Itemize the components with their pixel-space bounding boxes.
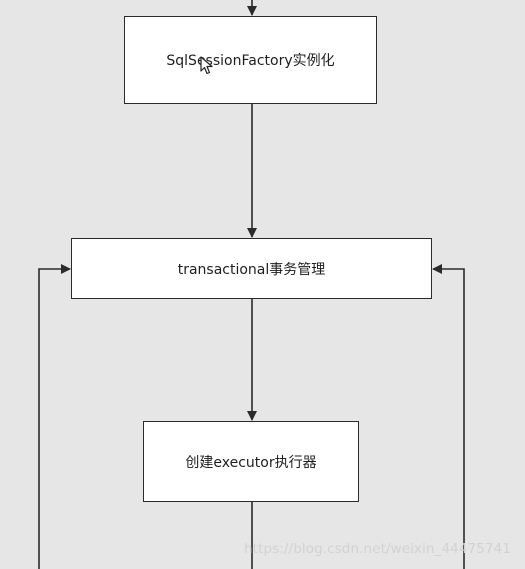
mouse-pointer-icon: [200, 56, 213, 75]
node-sqlsessionfactory-label: SqlSessionFactory实例化: [166, 53, 335, 69]
node-transaction-management: transactional事务管理: [71, 238, 432, 299]
node-create-executor-label: 创建executor执行器: [185, 454, 317, 471]
node-create-executor: 创建executor执行器: [143, 421, 359, 502]
node-sqlsessionfactory: SqlSessionFactory实例化: [124, 16, 377, 104]
watermark-url: https://blog.csdn.net/weixin_44475741: [244, 541, 511, 557]
loop-arrow-left: [38, 264, 71, 569]
loop-arrow-right: [432, 264, 465, 569]
node-transaction-management-label: transactional事务管理: [177, 261, 326, 278]
